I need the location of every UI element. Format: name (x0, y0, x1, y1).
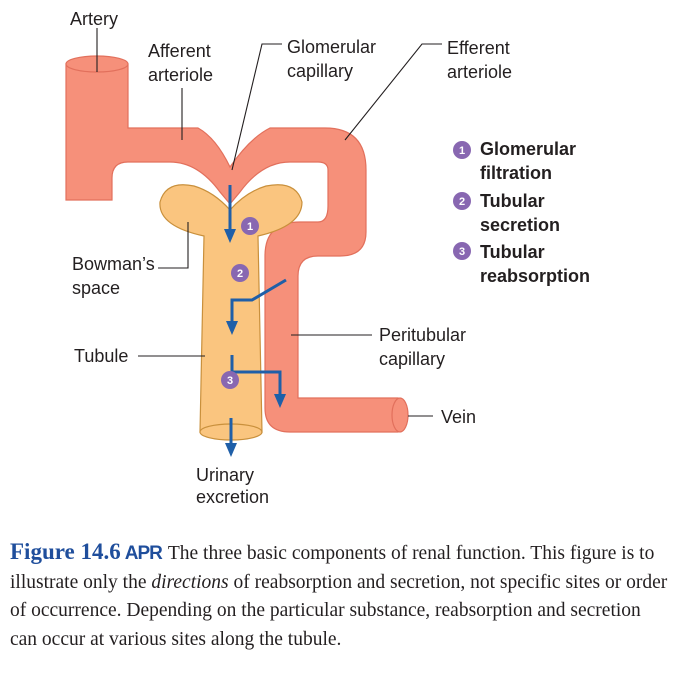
marker-3: 3 (221, 371, 239, 389)
bowmans-space-label-2: space (72, 278, 120, 298)
apr-badge-icon: APR (124, 543, 163, 564)
efferent-arteriole-label-2: arteriole (447, 62, 512, 82)
svg-text:Tubular: Tubular (480, 242, 545, 262)
legend: 1 Glomerular filtration 2 Tubular secret… (453, 139, 590, 286)
renal-function-diagram: 1 2 3 Artery Afferent arteriole Glomerul… (65, 9, 590, 507)
bowmans-space-label: Bowman’s (72, 254, 155, 274)
glomerular-capillary-label: Glomerular (287, 37, 376, 57)
caption-text: The three basic components of renal func… (10, 543, 655, 593)
filtration-arrow (224, 185, 236, 243)
svg-text:3: 3 (227, 375, 233, 387)
efferent-arteriole-label: Efferent (447, 38, 510, 58)
legend-item-2: 2 Tubular secretion (453, 191, 560, 235)
svg-text:filtration: filtration (480, 163, 552, 183)
vein-label: Vein (441, 407, 476, 427)
glomerular-capillary-label-2: capillary (287, 61, 353, 81)
svg-text:Glomerular: Glomerular (480, 139, 576, 159)
svg-text:3: 3 (459, 246, 465, 258)
leader-lines (96, 28, 442, 417)
reabsorption-arrow (230, 355, 286, 408)
marker-2: 2 (231, 264, 249, 282)
afferent-arteriole-label-2: arteriole (148, 65, 213, 85)
tubule-label: Tubule (74, 346, 128, 366)
svg-text:2: 2 (237, 268, 243, 280)
peritubular-capillary-label-2: capillary (379, 349, 445, 369)
caption-text-after: of reabsorption and secretion, not speci… (10, 571, 668, 650)
caption-italic: directions (151, 571, 229, 593)
blood-vessel (65, 63, 399, 433)
legend-item-3: 3 Tubular reabsorption (453, 242, 590, 286)
legend-item-1: 1 Glomerular filtration (453, 139, 576, 183)
svg-text:reabsorption: reabsorption (480, 266, 590, 286)
vein-opening (391, 397, 409, 433)
urinary-excretion-label-2: excretion (196, 487, 269, 507)
marker-1: 1 (241, 217, 259, 235)
artery-label: Artery (70, 9, 118, 29)
svg-text:secretion: secretion (480, 215, 560, 235)
svg-text:2: 2 (459, 196, 465, 208)
excretion-arrow (225, 418, 237, 457)
urinary-excretion-label: Urinary (196, 465, 254, 485)
svg-text:1: 1 (459, 145, 465, 157)
afferent-arteriole-label: Afferent (148, 41, 211, 61)
svg-text:1: 1 (247, 221, 253, 233)
peritubular-capillary-label: Peritubular (379, 325, 466, 345)
secretion-arrow (226, 278, 287, 335)
figure-number: Figure 14.6 (10, 539, 121, 564)
svg-text:Tubular: Tubular (480, 191, 545, 211)
